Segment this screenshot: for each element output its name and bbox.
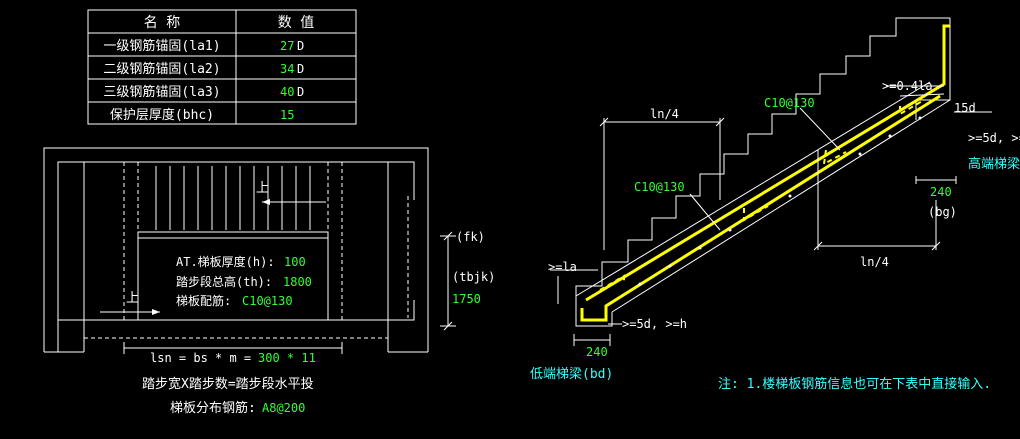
lsn-value[interactable]: 300 * 11 bbox=[258, 351, 316, 365]
distribution-value[interactable]: A8@200 bbox=[262, 401, 305, 415]
note-text: 注: 1.楼梯板钢筋信息也可在下表中直接输入. bbox=[718, 376, 991, 392]
rebar-value[interactable]: C10@130 bbox=[242, 294, 293, 308]
table-row-unit: D bbox=[297, 85, 304, 99]
table-row-unit: D bbox=[297, 62, 304, 76]
table-row-unit: D bbox=[297, 39, 304, 53]
distribution-label: 梯板分布钢筋: bbox=[170, 400, 256, 416]
ln4-top-label: ln/4 bbox=[650, 107, 679, 121]
table-row-name: 一级钢筋锚固(la1) bbox=[103, 38, 220, 54]
table-row-name: 二级钢筋锚固(la2) bbox=[103, 61, 220, 77]
bg-label: (bg) bbox=[928, 205, 957, 219]
high-240[interactable]: 240 bbox=[930, 185, 952, 199]
table-row-value[interactable]: 27 bbox=[280, 39, 294, 53]
table-row-value[interactable]: 40 bbox=[280, 85, 294, 99]
stair-plan: 上 上 AT.梯板厚度(h): 100 踏步段总高(th): 1800 梯板配筋… bbox=[43, 147, 495, 416]
plan-caption: 踏步宽X踏步数=踏步段水平投 bbox=[142, 376, 314, 392]
ln4-bottom-label: ln/4 bbox=[860, 255, 889, 269]
tbjk-value[interactable]: 1750 bbox=[452, 292, 481, 306]
tbjk-label: (tbjk) bbox=[452, 270, 495, 284]
fk-label: (fk) bbox=[456, 230, 485, 244]
thickness-value[interactable]: 100 bbox=[284, 255, 306, 269]
top-5d-label: >=5d, >=h bbox=[968, 131, 1020, 145]
up-label: 上 bbox=[126, 291, 139, 306]
table-header-name: 名 称 bbox=[144, 15, 180, 31]
bottom-5d-label: >=5d, >=h bbox=[622, 317, 687, 331]
table-row-name: 三级钢筋锚固(la3) bbox=[103, 84, 220, 100]
top-rebar-label[interactable]: C10@130 bbox=[764, 96, 815, 110]
table-row-name: 保护层厚度(bhc) bbox=[110, 107, 214, 123]
table-header-value: 数 值 bbox=[278, 15, 314, 31]
height-value[interactable]: 1800 bbox=[283, 275, 312, 289]
rebar-label: 梯板配筋: bbox=[176, 293, 231, 308]
high-beam-label: 高端梯梁 bbox=[968, 156, 1020, 172]
low-240[interactable]: 240 bbox=[586, 345, 608, 359]
table-row-value[interactable]: 34 bbox=[280, 62, 294, 76]
thickness-label: AT.梯板厚度(h): bbox=[176, 254, 275, 269]
height-label: 踏步段总高(th): bbox=[176, 274, 272, 289]
parameter-table: 名 称 数 值 一级钢筋锚固(la1) 27 D 二级钢筋锚固(la2) 34 … bbox=[87, 9, 357, 125]
left-la-label: >=la bbox=[548, 260, 577, 274]
table-row-value[interactable]: 15 bbox=[280, 108, 294, 122]
low-beam-label: 低端梯梁(bd) bbox=[530, 367, 613, 382]
top-anchor-label: >=0.4la bbox=[882, 79, 933, 93]
stair-section: ln/4 ln/4 240 (bg) 240 C10@130 C10@130 >… bbox=[530, 17, 1020, 382]
up-label: 上 bbox=[256, 181, 269, 196]
top-15d-label: 15d bbox=[954, 101, 976, 115]
mid-rebar-label[interactable]: C10@130 bbox=[634, 180, 685, 194]
lsn-formula: lsn = bs * m = bbox=[150, 351, 251, 365]
